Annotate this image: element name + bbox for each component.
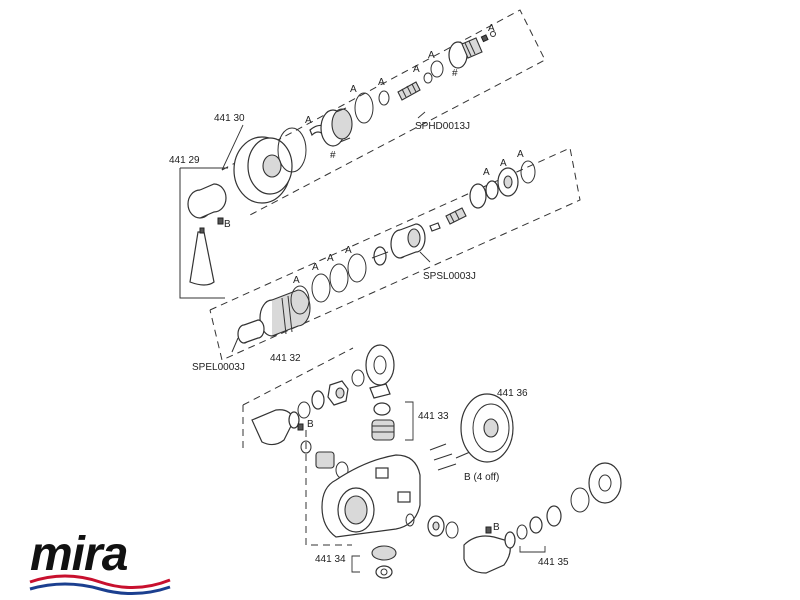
mira-logo: mira: [29, 528, 171, 596]
label-a: A: [483, 167, 490, 178]
label-b: B: [224, 219, 231, 230]
check-valve-parts: [371, 545, 397, 579]
label-b-4-off: B (4 off): [464, 472, 499, 483]
label-441-36: 441 36: [497, 388, 528, 399]
head-assembly: [221, 9, 546, 216]
label-spel0003j: SPEL0003J: [192, 362, 245, 373]
logo-wave-blue: [29, 582, 171, 596]
label-sphd0013j: SPHD0013J: [415, 121, 470, 132]
hex-nut: [327, 380, 349, 406]
label-spsl0003j: SPSL0003J: [423, 271, 476, 282]
label-a: A: [350, 84, 357, 95]
label-b: B: [493, 522, 500, 533]
small-o-ring: [378, 90, 390, 106]
check-valve-cartridge: [371, 419, 395, 441]
knob-and-tool-group: [179, 167, 228, 299]
label-441-29: 441 29: [169, 155, 200, 166]
label-441-32: 441 32: [270, 353, 301, 364]
valve-body-assembly: [242, 344, 622, 579]
logo-wave-red: [29, 574, 171, 590]
inlet-elbow-left: [251, 409, 300, 446]
label-a: A: [428, 50, 435, 61]
o-ring: [290, 285, 310, 315]
shroud: [320, 107, 353, 147]
o-ring: [520, 160, 536, 184]
label-441-34: 441 34: [315, 554, 346, 565]
o-ring: [354, 92, 374, 124]
wall-plate-right: [588, 462, 622, 504]
label-a: A: [305, 115, 312, 126]
label-441-33: 441 33: [418, 411, 449, 422]
brand-wordmark: mira: [30, 528, 128, 581]
label-a: A: [378, 77, 385, 88]
o-ring: [311, 273, 331, 303]
valve-element: [371, 246, 389, 266]
inlet-elbow-right: [463, 531, 516, 574]
label-a: A: [413, 64, 420, 75]
fixing-screws: [429, 443, 471, 471]
adjustment-tool: [189, 231, 215, 286]
cartridge-body: [259, 289, 311, 337]
cage: [390, 223, 426, 259]
check-valve-left: [315, 451, 335, 469]
label-a: A: [517, 149, 524, 160]
valve-body: [321, 454, 421, 538]
cartridge-assembly: [209, 147, 581, 361]
check-valve-right: [427, 515, 445, 537]
top-nut: [369, 383, 391, 399]
grub-screw: [217, 217, 224, 225]
label-b: B: [307, 419, 314, 430]
headwork: [448, 37, 483, 69]
label-441-30: 441 30: [214, 113, 245, 124]
label-hash: #: [330, 150, 336, 161]
label-a: A: [293, 275, 300, 286]
wall-ring: [365, 344, 395, 386]
o-ring: [347, 253, 367, 283]
label-a: A: [500, 158, 507, 169]
knob-cap: [187, 183, 227, 219]
label-a: A: [312, 262, 319, 273]
label-441-35: 441 35: [538, 557, 569, 568]
thermostatic-element: [231, 319, 265, 353]
label-a: A: [345, 245, 352, 256]
o-ring: [329, 263, 349, 293]
control-backplate: [460, 393, 514, 463]
spring: [445, 207, 467, 225]
control-knob-cap: [233, 136, 293, 204]
label-a: A: [488, 23, 495, 34]
label-a: A: [327, 253, 334, 264]
ring-seal: [277, 127, 307, 173]
label-hash: #: [452, 68, 458, 79]
spindle: [397, 81, 421, 101]
